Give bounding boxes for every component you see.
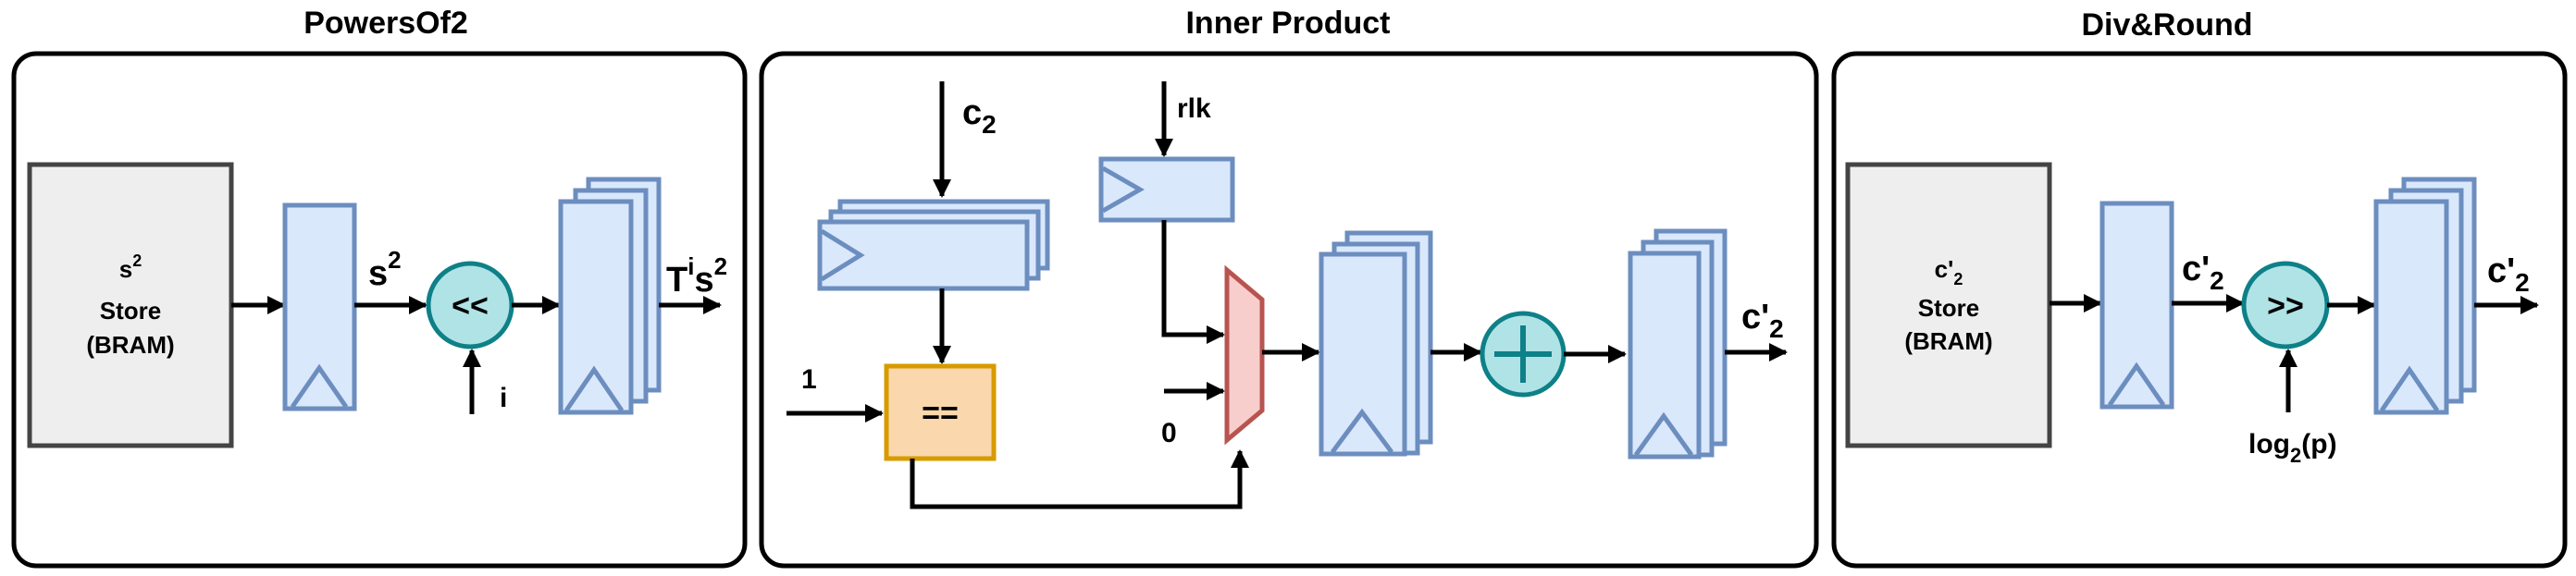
right-shifter: >>	[2241, 261, 2330, 349]
div-output-label: c'2	[2487, 251, 2530, 297]
product-register-stack	[1319, 230, 1433, 457]
product-stack-clock-icon	[1330, 408, 1394, 454]
s2-bram-title: s2	[119, 251, 142, 283]
powers-of-2-panel: PowersOf2 s2 Store (BRAM) s2 << i	[11, 6, 748, 569]
s2-register-clock-icon	[290, 363, 349, 409]
div-output-register-stack	[2373, 177, 2477, 415]
c2-prime-wire-label: c'2	[2182, 250, 2224, 295]
multiplexer	[1224, 264, 1265, 446]
c2-stack-clock-icon	[820, 228, 865, 282]
comparator-symbol: ==	[922, 396, 959, 431]
acc-stack-clock-icon	[1633, 411, 1694, 457]
s2-register-body	[282, 202, 357, 411]
product-stack-front-layer	[1319, 251, 1407, 457]
accumulator-register-stack	[1628, 228, 1728, 460]
c2-prime-register-body	[2099, 201, 2174, 410]
c2-prime-store-bram: c'2 Store (BRAM)	[1845, 162, 2052, 448]
left-shifter: <<	[426, 261, 514, 349]
rlk-register	[1098, 156, 1235, 223]
powers-output-label: Tis2	[666, 252, 727, 300]
powers-of-2-title: PowersOf2	[303, 6, 468, 41]
comparator-select-wire	[910, 449, 1249, 509]
acc-stack-front-layer	[1628, 251, 1702, 460]
div-round-panel: Div&Round c'2 Store (BRAM) c'2 >> log2(p…	[1831, 7, 2568, 569]
c2-prime-bram-store-text: Store	[1918, 294, 1979, 322]
s2-bram-store-text: Store	[100, 297, 161, 325]
inner-product-title: Inner Product	[1185, 6, 1390, 41]
c2-prime-bram-type-text: (BRAM)	[1904, 327, 1992, 355]
div-stack-front-layer	[2373, 199, 2449, 415]
powers-output-register-stack	[558, 177, 662, 415]
log2p-label: log2(p)	[2248, 429, 2337, 467]
s2-register	[282, 202, 357, 411]
inner-product-panel: Inner Product c2 1 == rlk 0	[759, 6, 1819, 569]
right-shift-symbol: >>	[2267, 288, 2304, 324]
c2-prime-bram-title: c'2	[1935, 255, 1963, 288]
inner-product-frame	[759, 51, 1819, 569]
rlk-to-mux-wire	[1161, 220, 1225, 344]
div-round-title: Div&Round	[2081, 7, 2252, 43]
c2-prime-register	[2099, 201, 2174, 410]
c2-prime-register-clock-icon	[2107, 362, 2166, 407]
one-input-label: 1	[801, 364, 817, 395]
stack-front-layer	[558, 199, 634, 415]
rlk-input-label: rlk	[1177, 93, 1211, 124]
s2-store-bram: s2 Store (BRAM)	[27, 162, 234, 448]
inner-output-label: c'2	[1741, 298, 1784, 343]
comparator-box	[884, 363, 997, 461]
left-shift-symbol: <<	[452, 288, 489, 324]
c2-stack-front-layer	[817, 219, 1030, 291]
s2-wire-label: s2	[368, 246, 402, 293]
zero-input-label: 0	[1161, 418, 1177, 448]
stack-clock-icon	[564, 365, 625, 412]
s2-bram-block	[27, 162, 234, 448]
s2-bram-type-text: (BRAM)	[86, 331, 174, 359]
c2-register-stack	[817, 199, 1050, 291]
equality-comparator: ==	[884, 363, 997, 461]
div-stack-clock-icon	[2379, 365, 2440, 412]
adder	[1480, 311, 1567, 398]
c2-input-label: c2	[962, 93, 997, 139]
rlk-register-clock-icon	[1101, 165, 1146, 214]
shift-amount-label: i	[500, 383, 507, 413]
rlk-register-body	[1098, 156, 1235, 223]
